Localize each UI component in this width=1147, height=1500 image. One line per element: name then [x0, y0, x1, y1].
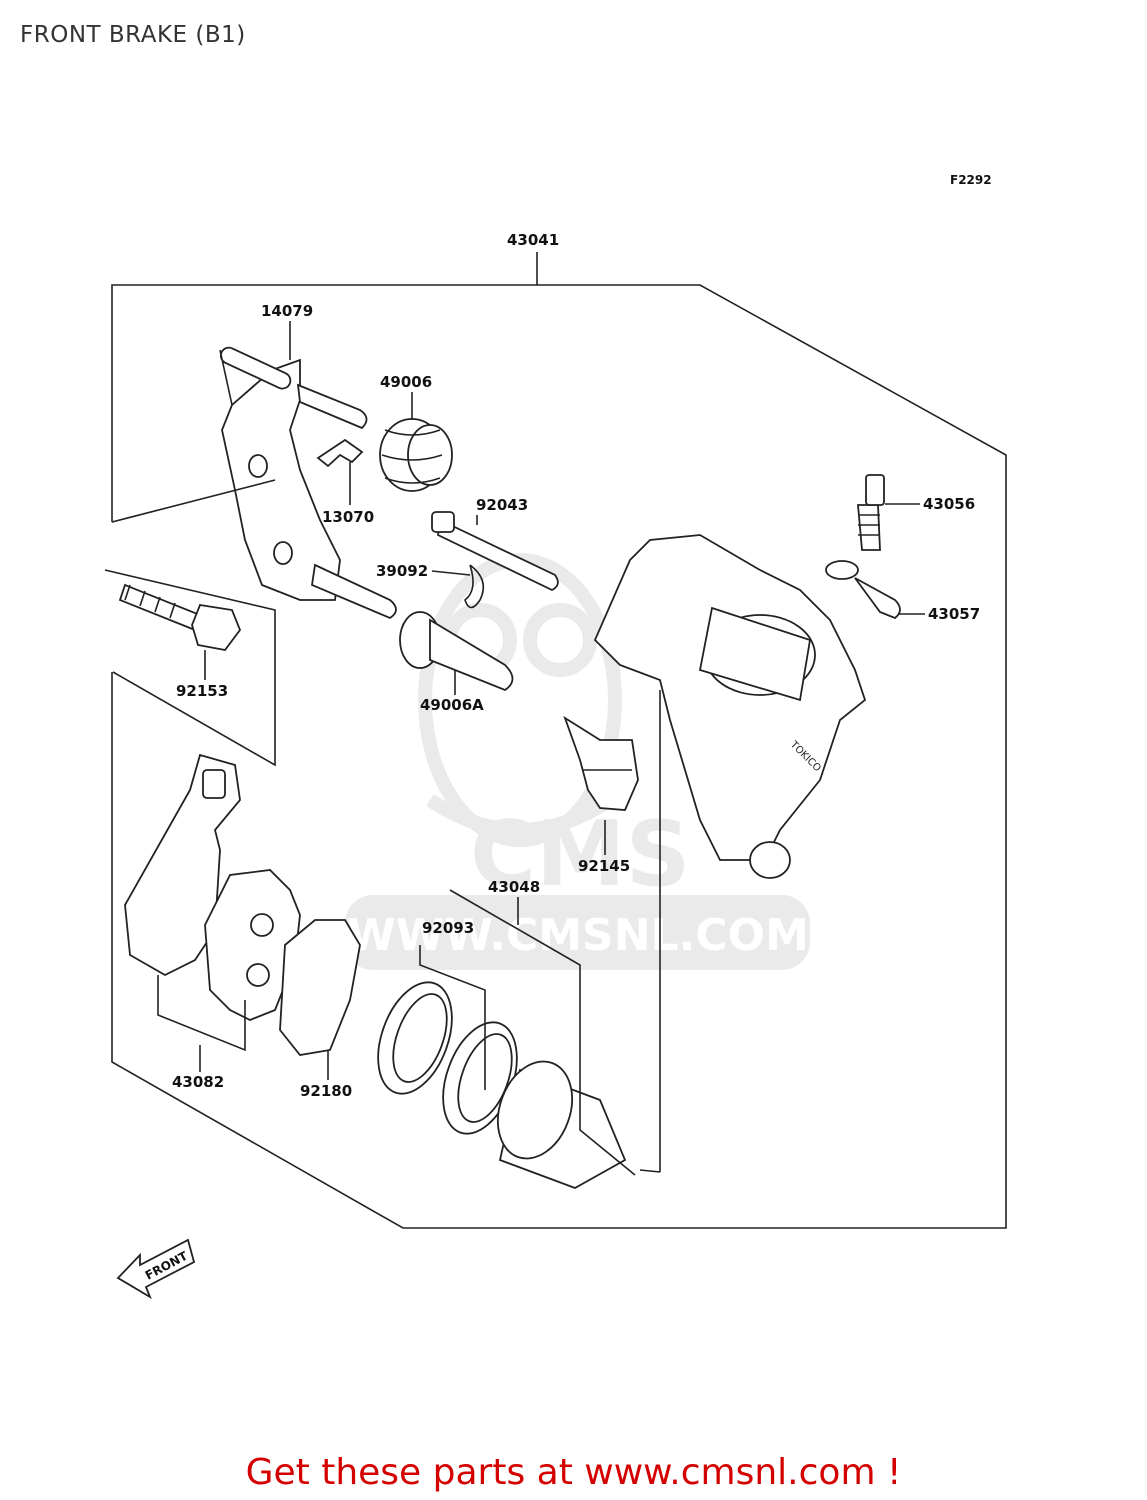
piston-seal-kit — [377, 889, 636, 1189]
label-43082: 43082 — [172, 1073, 224, 1091]
caliper-pin — [431, 511, 559, 592]
label-13070: 13070 — [322, 508, 374, 526]
bleeder-valve — [857, 474, 885, 551]
footer-link[interactable]: Get these parts at www.cmsnl.com ! — [245, 1452, 902, 1493]
cotter-pin — [464, 564, 485, 609]
label-43041: 43041 — [507, 231, 559, 249]
parts-diagram: CMS WWW.CMSNL.COM F2292 — [104, 173, 1007, 1300]
dust-boot — [379, 418, 453, 492]
watermark-text: WWW.CMSNL.COM — [347, 910, 809, 961]
label-39092: 39092 — [376, 562, 428, 580]
pin-boot — [399, 611, 514, 692]
caliper-body: TOKICO — [593, 534, 867, 879]
label-92145: 92145 — [578, 857, 630, 875]
caliper-bracket — [219, 346, 397, 620]
label-92180: 92180 — [300, 1082, 352, 1100]
front-arrow-icon: FRONT — [116, 1238, 196, 1300]
label-49006: 49006 — [380, 373, 432, 391]
subassembly-lines — [104, 479, 661, 1173]
label-43048: 43048 — [488, 878, 540, 896]
pad-spring — [563, 715, 639, 811]
watermark-cms-mark: CMS — [470, 802, 690, 907]
label-14079: 14079 — [261, 302, 313, 320]
label-92093: 92093 — [422, 919, 474, 937]
spring-clip — [316, 438, 364, 468]
page-title: FRONT BRAKE (B1) — [20, 22, 246, 48]
brake-pads — [124, 753, 361, 1056]
assembly-outline — [111, 252, 1007, 1229]
label-43057: 43057 — [928, 605, 980, 623]
watermark: CMS WWW.CMSNL.COM — [345, 553, 810, 970]
mounting-bolt — [118, 583, 242, 651]
leader-lines — [199, 321, 925, 1080]
bleeder-cap — [825, 560, 901, 620]
label-92043: 92043 — [476, 496, 528, 514]
label-49006A: 49006A — [420, 696, 484, 714]
label-92153: 92153 — [176, 682, 228, 700]
svg-text:CMS: CMS — [470, 802, 690, 907]
watermark-banner — [345, 895, 810, 970]
label-43056: 43056 — [923, 495, 975, 513]
diagram-reference-code: F2292 — [950, 173, 992, 187]
